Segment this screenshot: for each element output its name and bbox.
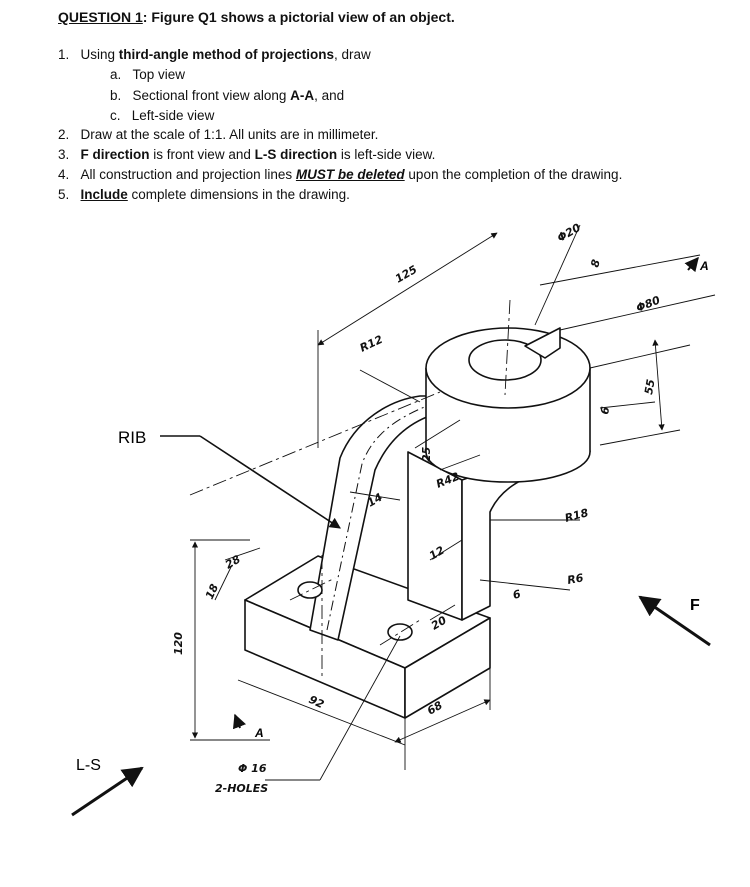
instruction-text: upon the completion of the drawing. xyxy=(404,167,623,182)
dim-6: 6 xyxy=(598,405,612,415)
dim-28: 28 xyxy=(223,553,243,572)
dim-8: 8 xyxy=(588,258,603,269)
section-label-bottom: A xyxy=(254,726,264,740)
keyway xyxy=(524,327,561,359)
instruction-text: complete dimensions in the drawing. xyxy=(127,187,350,202)
instruction-emphasis: Include xyxy=(80,187,128,202)
dim-r18: R18 xyxy=(563,506,590,525)
dim-120: 120 xyxy=(172,632,185,655)
dim-18: 18 xyxy=(203,582,221,602)
instruction-text: , draw xyxy=(334,47,371,62)
instruction-text: is front view and xyxy=(149,147,255,162)
base-hole-left xyxy=(297,581,323,599)
question-label: QUESTION 1 xyxy=(58,9,143,25)
instruction-text: Draw at the scale of 1:1. All units are … xyxy=(80,127,379,142)
instruction-text: Using xyxy=(80,47,119,62)
dim-holes-count: 2-HOLES xyxy=(215,782,268,795)
rib-leader-arrow xyxy=(199,435,341,529)
dim-r6: R6 xyxy=(566,571,584,587)
instruction-text: , and xyxy=(314,88,345,103)
section-arrow-bottom xyxy=(232,713,247,730)
instruction-text: All construction and projection lines xyxy=(80,167,296,182)
dim-125: 125 xyxy=(393,263,420,286)
dim-25: 25 xyxy=(420,446,433,462)
instruction-3: 3. F direction is front view and L-S dir… xyxy=(58,147,435,162)
instruction-text: is left-side view. xyxy=(337,147,436,162)
item-number: c. xyxy=(110,108,121,123)
item-number: 3. xyxy=(58,147,70,162)
dim-dia-20: Φ20 xyxy=(555,221,583,245)
dim-55: 55 xyxy=(642,378,658,396)
rib-label: RIB xyxy=(118,428,146,447)
instruction-5: 5. Include complete dimensions in the dr… xyxy=(58,187,350,202)
f-direction-arrow xyxy=(638,595,711,647)
instruction-1a: a. Top view xyxy=(110,67,185,82)
instruction-1b: b. Sectional front view along A-A, and xyxy=(110,88,344,103)
dim-6-bottom: 6 xyxy=(511,587,522,602)
ls-label: L-S xyxy=(76,757,101,774)
item-number: 2. xyxy=(58,127,70,142)
item-number: 4. xyxy=(58,167,70,182)
item-number: 1. xyxy=(58,47,70,62)
instruction-emphasis: F direction xyxy=(80,147,150,162)
dim-r12: R12 xyxy=(358,333,385,355)
question-text: : Figure Q1 shows a pictorial view of an… xyxy=(142,9,455,25)
section-arrow-top xyxy=(684,256,699,273)
instruction-text: Top view xyxy=(132,67,186,82)
instruction-text: Left-side view xyxy=(131,108,215,123)
section-label-top: A xyxy=(699,259,709,273)
item-number: a. xyxy=(110,67,122,82)
item-number: 5. xyxy=(58,187,70,202)
dim-dia-80: Φ80 xyxy=(634,293,662,314)
instruction-emphasis: A-A xyxy=(290,88,315,103)
instruction-1: 1. Using third-angle method of projectio… xyxy=(58,47,371,62)
instruction-emphasis: MUST be deleted xyxy=(295,167,405,182)
dim-92: 92 xyxy=(307,693,327,711)
item-number: b. xyxy=(110,88,122,103)
instruction-emphasis: L-S direction xyxy=(254,147,338,162)
instruction-2: 2. Draw at the scale of 1:1. All units a… xyxy=(58,127,378,142)
f-label: F xyxy=(690,597,700,614)
question-heading: QUESTION 1: Figure Q1 shows a pictorial … xyxy=(58,9,455,25)
instruction-1c: c. Left-side view xyxy=(110,108,214,123)
dim-hole-diameter: Φ 16 xyxy=(238,762,267,775)
instruction-emphasis: third-angle method of projections xyxy=(118,47,335,62)
base-hole-right xyxy=(387,623,413,641)
instruction-4: 4. All construction and projection lines… xyxy=(58,167,622,182)
cylinder-bore xyxy=(468,339,542,381)
instruction-text: Sectional front view along xyxy=(132,88,291,103)
ls-direction-arrow xyxy=(71,766,144,817)
